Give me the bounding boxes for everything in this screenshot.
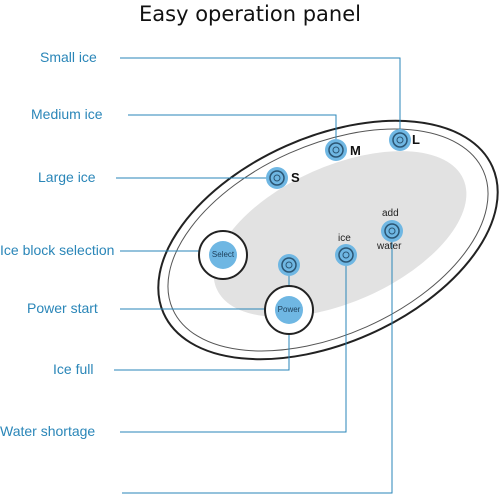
size-m-label: M <box>350 143 361 158</box>
label-power-start: Power start <box>27 300 98 316</box>
power-button[interactable]: Power <box>277 305 301 314</box>
leader-add-water <box>122 231 393 494</box>
add-label: add <box>382 208 399 219</box>
panel-gray-area <box>213 151 467 317</box>
label-ice-block-selection: Ice block selection <box>0 242 115 258</box>
water-label: water <box>377 241 402 252</box>
select-button-shape <box>198 230 248 280</box>
label-water-shortage: Water shortage <box>0 423 96 439</box>
ice-indicator-label: ice <box>338 233 351 244</box>
indicator-ice-full <box>278 254 300 276</box>
size-l-label: L <box>412 132 420 147</box>
label-small-ice: Small ice <box>40 49 97 65</box>
indicator-l <box>389 129 411 151</box>
select-button[interactable]: Select <box>211 250 235 259</box>
power-button-shape <box>264 285 314 335</box>
leader-medium-ice <box>128 114 337 150</box>
leader-water-shortage <box>120 255 347 433</box>
indicator-add-water <box>381 220 403 242</box>
label-medium-ice: Medium ice <box>31 106 103 122</box>
indicator-ice <box>335 244 357 266</box>
indicator-s <box>266 167 288 189</box>
label-large-ice: Large ice <box>38 169 96 185</box>
label-ice-full: Ice full <box>53 361 94 377</box>
size-s-label: S <box>291 170 300 185</box>
diagram-title: Easy operation panel <box>139 2 361 26</box>
leader-small-ice <box>120 57 401 140</box>
indicator-m <box>325 139 347 161</box>
